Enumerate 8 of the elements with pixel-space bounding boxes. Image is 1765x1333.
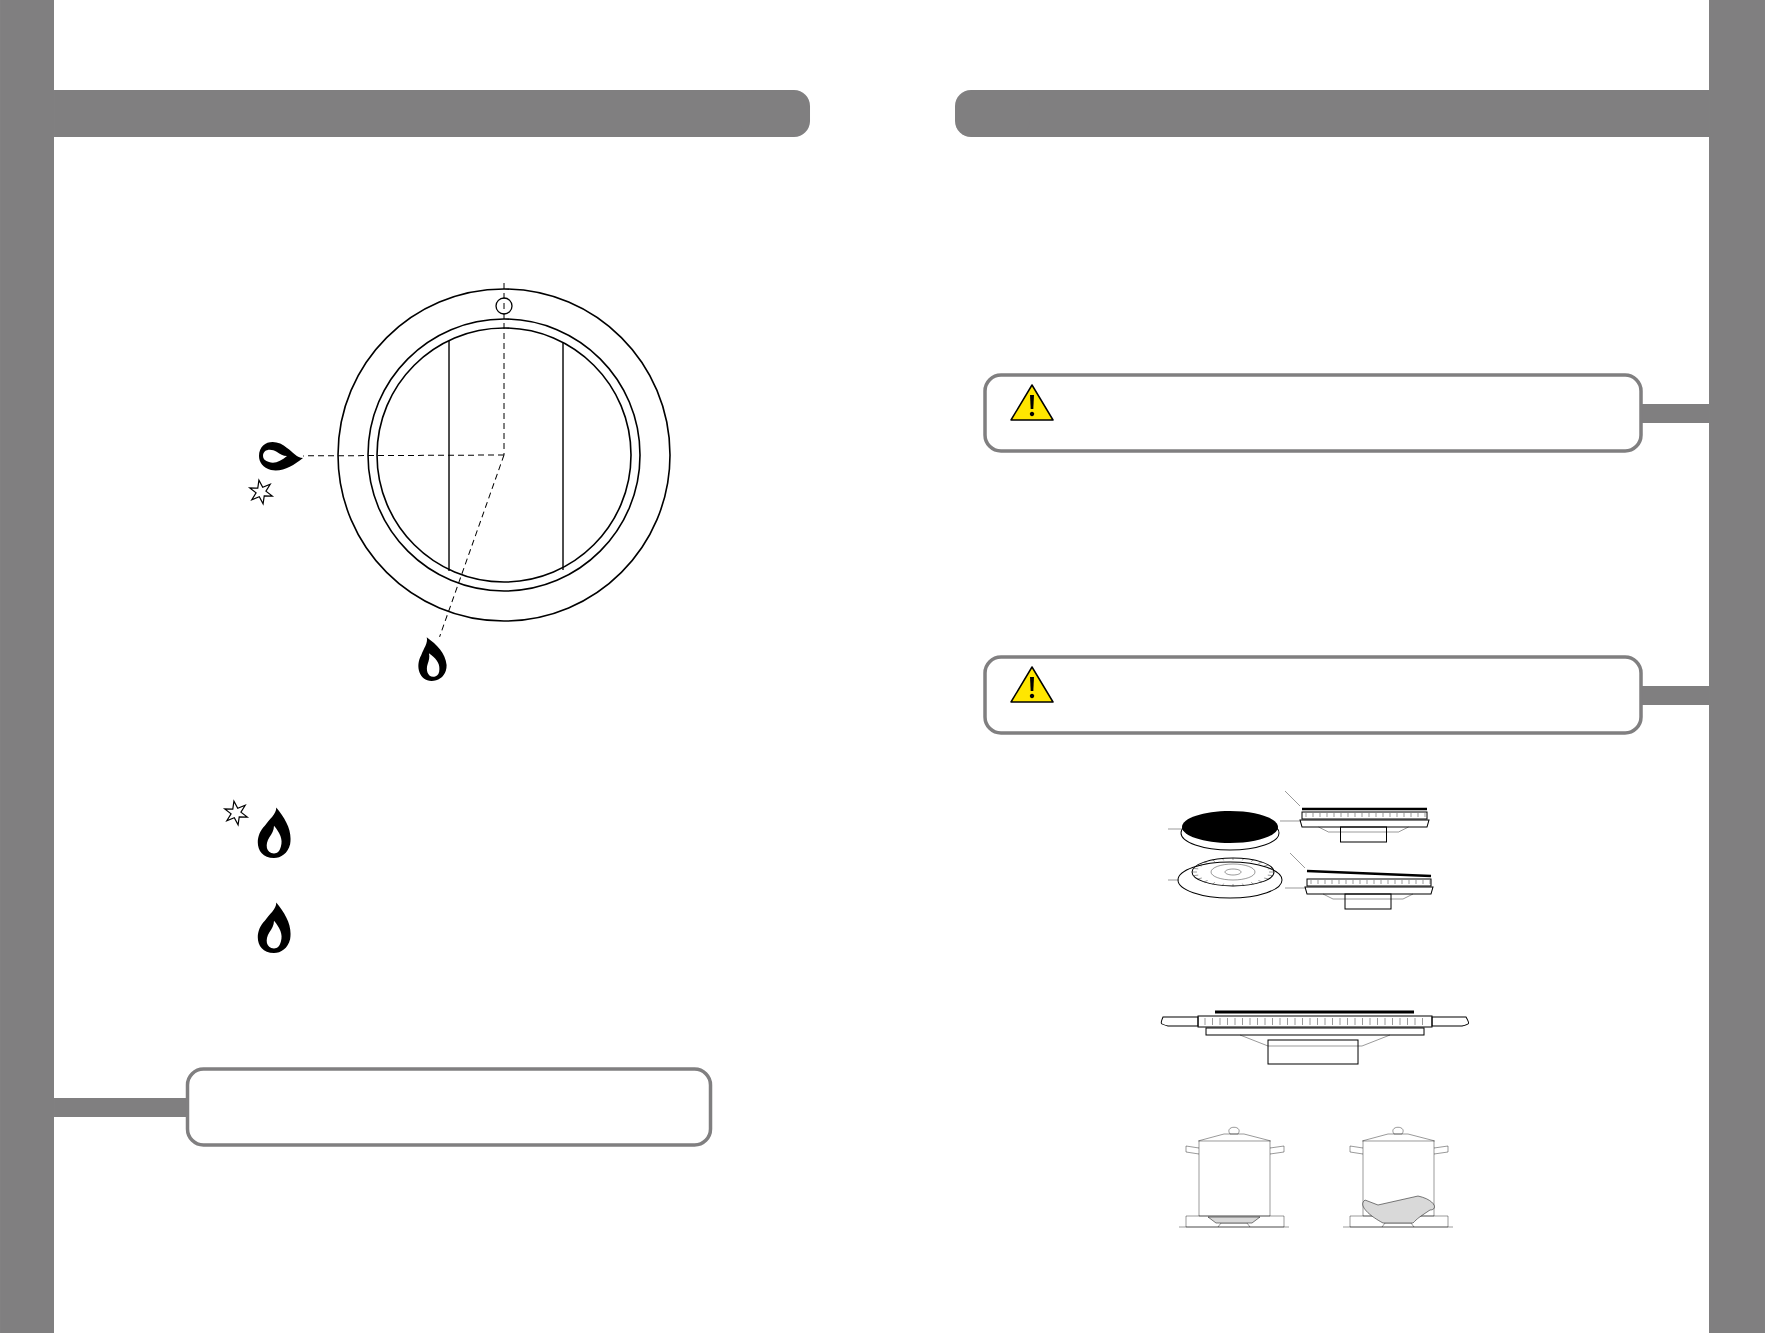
knob-drawing <box>337 282 671 622</box>
callout-box <box>983 373 1709 453</box>
callout-box <box>983 655 1709 735</box>
indicator-line <box>302 454 505 457</box>
indicator-line <box>439 454 505 638</box>
flame-icon <box>418 637 447 681</box>
callout-box <box>54 1067 713 1147</box>
flame-icon <box>259 441 303 471</box>
